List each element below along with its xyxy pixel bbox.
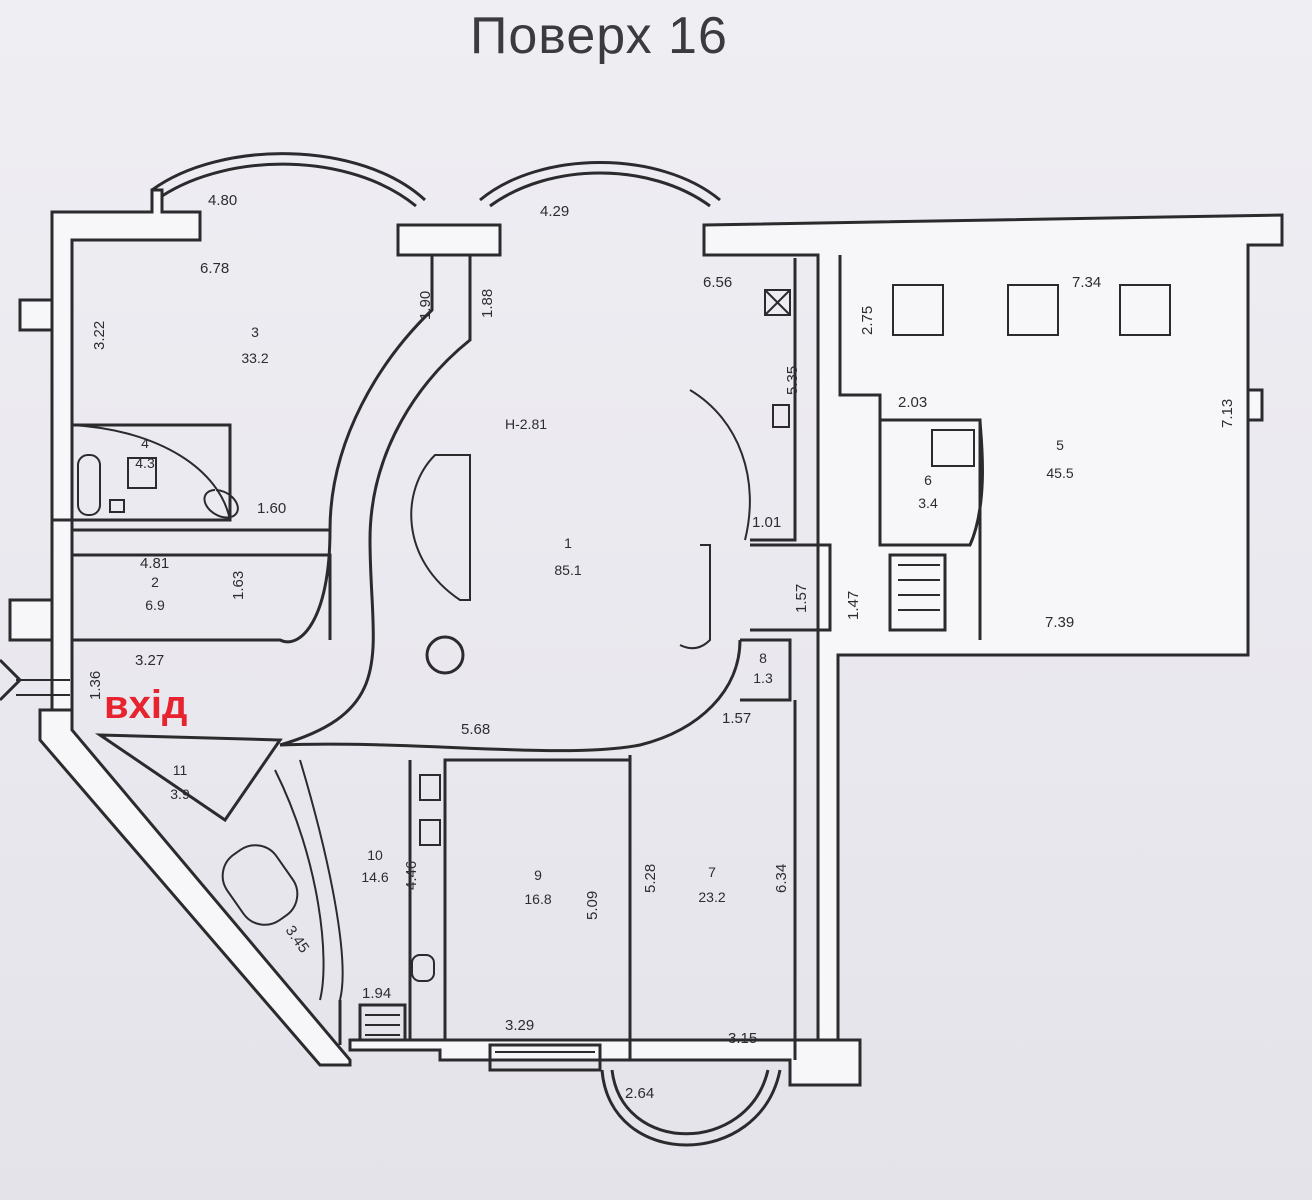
- entrance-label: вхід: [104, 683, 187, 727]
- room-3-area: 33.2: [241, 350, 268, 366]
- dim-label: 1.57: [793, 584, 810, 613]
- room-8-number: 8: [759, 650, 767, 666]
- dim-label: 2.75: [859, 306, 876, 335]
- sink-icon-2: [419, 774, 441, 801]
- table-icon-2: [1007, 284, 1059, 336]
- room-4-number: 4: [141, 435, 149, 451]
- room-11-area: 3.9: [170, 786, 190, 802]
- stairs-icon: [898, 564, 940, 611]
- dim-label: 3.22: [91, 321, 108, 350]
- room-2-area: 6.9: [145, 597, 165, 613]
- room-2-number: 2: [151, 574, 159, 590]
- bathtub-icon-2: [221, 844, 299, 926]
- toilet-icon-3: [411, 954, 435, 982]
- dim-label: 1.90: [417, 291, 434, 320]
- vent-icon: [764, 289, 791, 316]
- dim-label: 2.64: [625, 1085, 654, 1102]
- room-11-number: 11: [173, 762, 188, 778]
- room-1-area: 85.1: [554, 562, 581, 578]
- table-icon-3: [1119, 284, 1171, 336]
- bay-windows: [151, 152, 782, 1147]
- room-10-area: 14.6: [361, 869, 388, 885]
- toilet-icon-2: [772, 404, 790, 428]
- dim-label: 5.35: [784, 366, 801, 395]
- outer-walls: [8, 188, 1284, 1087]
- dim-label: 1.57: [722, 710, 751, 727]
- dim-label: 6.34: [773, 864, 790, 893]
- dim-label: 4.29: [540, 203, 569, 220]
- room-9-number: 9: [534, 867, 542, 883]
- room-4-area: 4.3: [135, 455, 155, 471]
- dim-label: 7.34: [1072, 274, 1101, 291]
- sink-icon: [127, 457, 157, 489]
- room-7-number: 7: [708, 864, 716, 880]
- page-title: Поверх 16: [470, 7, 728, 65]
- dim-label: 3.29: [505, 1017, 534, 1034]
- dim-label: 5.68: [461, 721, 490, 738]
- dim-label: 4.46: [403, 861, 420, 890]
- room-6-area: 3.4: [918, 495, 938, 511]
- toilet-icon: [109, 499, 125, 513]
- dim-label: 2.03: [898, 394, 927, 411]
- dim-label: 5.09: [584, 891, 601, 920]
- dim-label: 3.45: [282, 923, 313, 957]
- dim-label: 6.78: [200, 260, 229, 277]
- dim-label: 1.47: [845, 591, 862, 620]
- shower-icon: [931, 429, 975, 467]
- sink-icon-3: [419, 819, 441, 846]
- room-5-area: 45.5: [1046, 465, 1073, 481]
- dim-label: 1.94: [362, 985, 391, 1002]
- dim-label: 1.88: [479, 289, 496, 318]
- room-labels: 1 85.1 2 6.9 3 33.2 4 4.3 5 45.5 6 3.4 7…: [135, 324, 1074, 907]
- room-7-area: 23.2: [698, 889, 725, 905]
- dim-label: 4.80: [208, 192, 237, 209]
- entrance-door[interactable]: [0, 658, 70, 702]
- room-8-area: 1.3: [753, 670, 773, 686]
- interior-walls: [71, 255, 984, 1072]
- dim-label: 1.63: [230, 571, 247, 600]
- dim-label: 4.81: [140, 555, 169, 572]
- dim-label: 5.28: [642, 864, 659, 893]
- room-9-area: 16.8: [524, 891, 551, 907]
- dim-label: 6.56: [703, 274, 732, 291]
- table-icon-1: [892, 284, 944, 336]
- dim-label: 3.15: [728, 1030, 757, 1047]
- bathtub-icon: [77, 454, 101, 516]
- ceiling-height: H-2.81: [505, 416, 547, 432]
- dim-label: 7.13: [1219, 399, 1236, 428]
- room-5-number: 5: [1056, 437, 1064, 453]
- dim-label: 1.60: [257, 500, 286, 517]
- dim-label: 3.27: [135, 652, 164, 669]
- room-10-number: 10: [367, 847, 383, 863]
- dim-label: 1.01: [752, 514, 781, 531]
- fixtures: [77, 284, 1171, 1061]
- dim-label: 7.39: [1045, 614, 1074, 631]
- room-6-number: 6: [924, 472, 932, 488]
- dim-label: 1.36: [87, 671, 104, 700]
- balcony-stairs-icon: [365, 1014, 595, 1061]
- room-1-number: 1: [564, 535, 572, 551]
- room-3-number: 3: [251, 324, 259, 340]
